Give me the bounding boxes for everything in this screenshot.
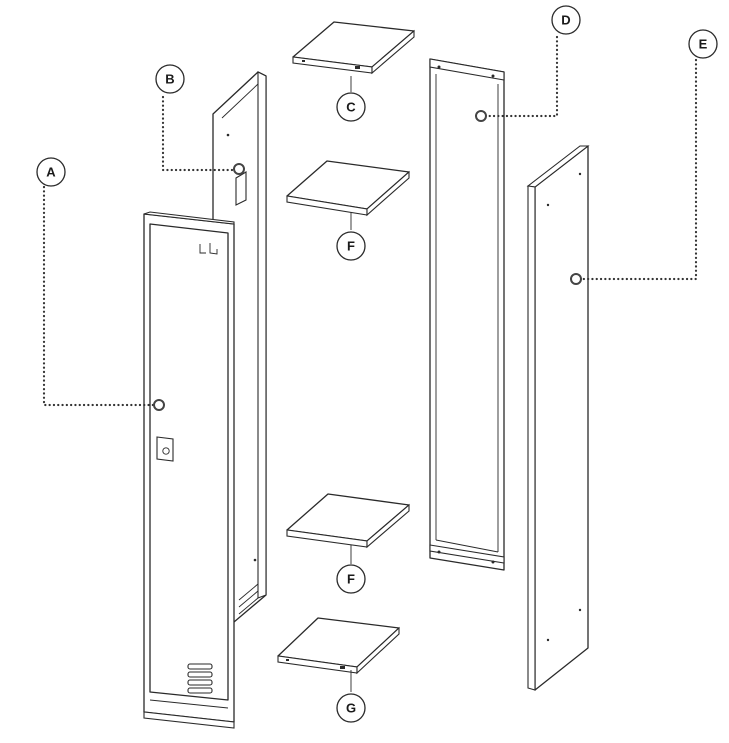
callout-f-lower-label: F	[347, 572, 355, 587]
shelf-c	[292, 21, 415, 75]
shelf-f-lower	[286, 493, 410, 549]
shelf-f-upper	[286, 160, 410, 217]
callout-g-label: G	[346, 701, 356, 716]
callout-g: G	[336, 693, 366, 723]
callout-c-label: C	[346, 100, 356, 115]
callout-b: B	[155, 64, 185, 94]
callout-a-label: A	[46, 165, 56, 180]
anchor-d	[475, 110, 487, 122]
callout-f-lower: F	[336, 564, 366, 594]
callout-e: E	[688, 29, 718, 59]
anchor-a	[153, 399, 165, 411]
callout-d: D	[551, 5, 581, 35]
back-panel-d	[429, 58, 505, 571]
anchor-b	[233, 163, 245, 175]
callout-c: C	[336, 92, 366, 122]
door-vent-louvers	[187, 663, 213, 694]
callout-a: A	[36, 157, 66, 187]
callout-f-upper-label: F	[347, 239, 355, 254]
door-a	[143, 211, 235, 729]
leader-lines	[42, 35, 698, 692]
callout-e-label: E	[699, 37, 708, 52]
shelf-g	[277, 617, 400, 675]
callout-b-label: B	[165, 72, 174, 87]
anchor-e	[570, 273, 582, 285]
callout-d-label: D	[561, 13, 570, 28]
callout-f-upper: F	[336, 231, 366, 261]
side-panel-e	[526, 145, 590, 691]
